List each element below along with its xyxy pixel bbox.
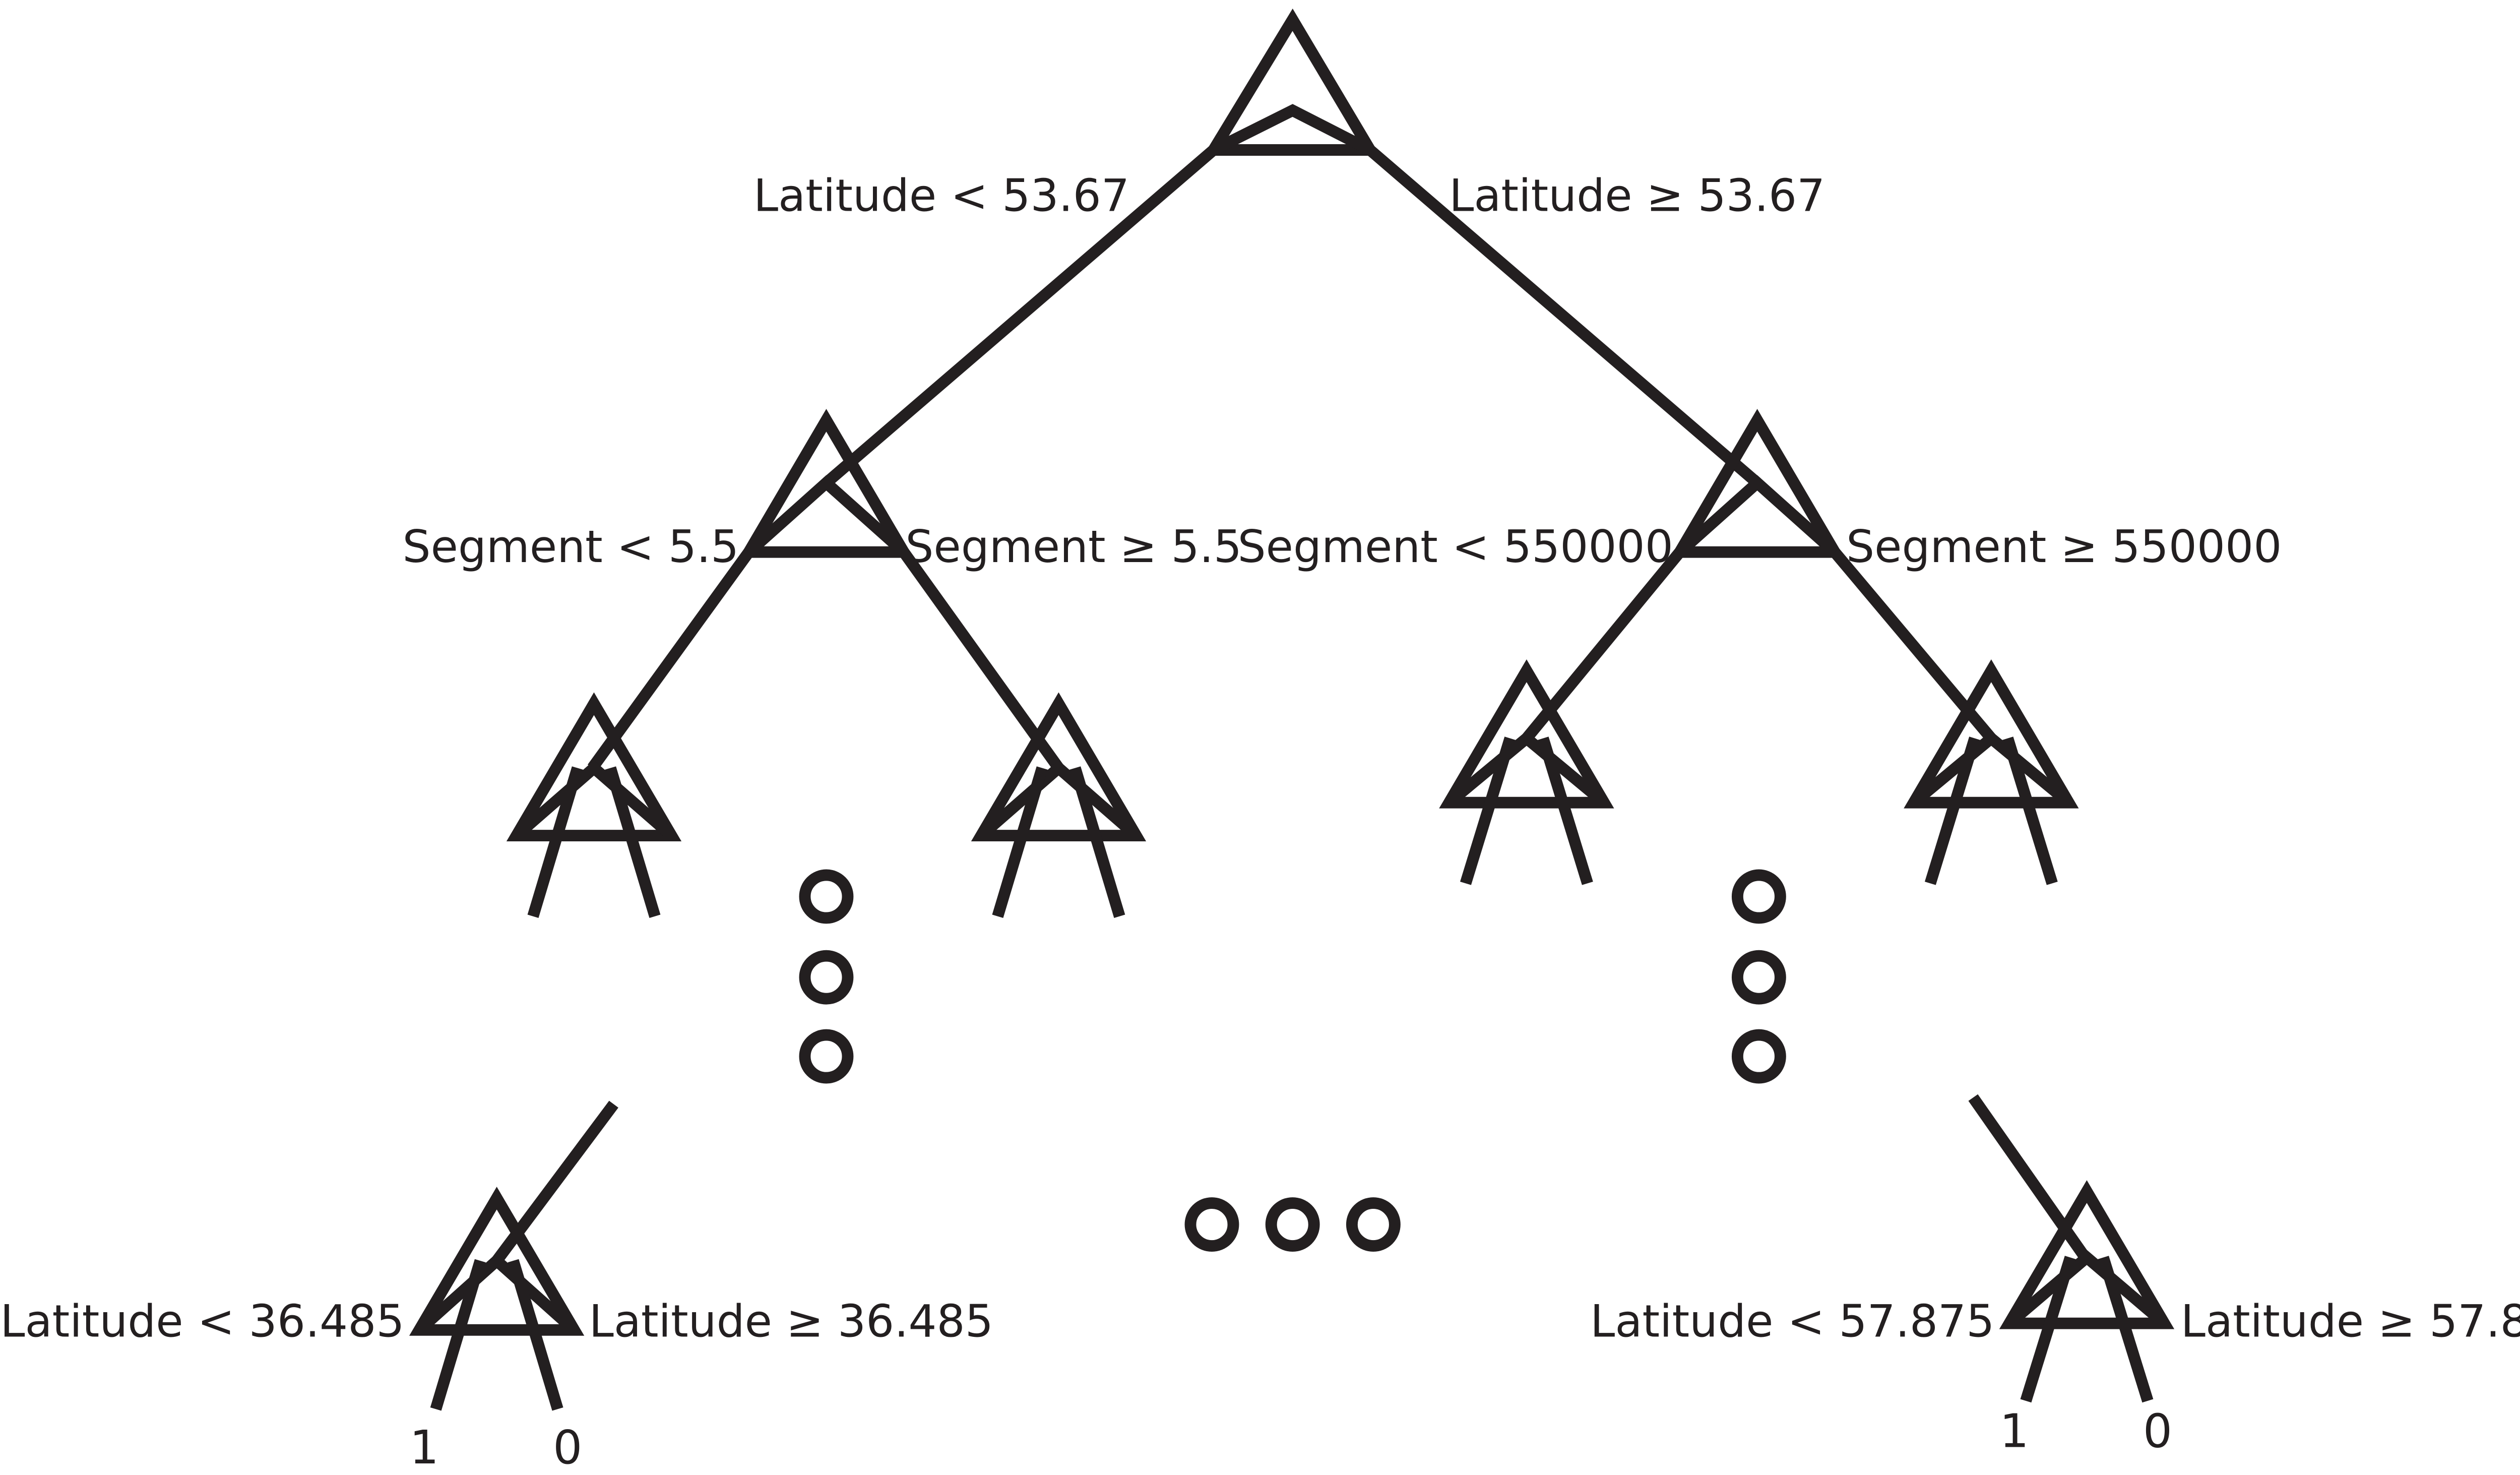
- level2-left-left-condition: Segment < 5.5: [403, 521, 739, 573]
- root-right-edge: [1366, 145, 1761, 487]
- root-left-condition: Latitude < 53.67: [753, 169, 1129, 221]
- level2-right-node: [1669, 409, 1845, 558]
- bottom-left-left-condition: Latitude < 36.485: [0, 1295, 404, 1347]
- level2-left-right-edge: [899, 548, 1063, 772]
- level3-node-3: [1439, 659, 1614, 885]
- level3-node-4: [1904, 659, 2079, 885]
- level2-left-right-condition: Segment ≥ 5.5: [905, 521, 1242, 573]
- bottom-right-node: [1999, 1180, 2175, 1403]
- horizontal-ellipsis: [1184, 1197, 1401, 1252]
- level3-node-2: [971, 692, 1147, 918]
- bottom-right-leaf-0: 0: [2143, 1404, 2172, 1458]
- vertical-ellipsis-right: [1731, 869, 1786, 1084]
- bottom-right-leaf-1: 1: [1999, 1404, 2029, 1458]
- vertical-ellipsis-left: [799, 869, 854, 1084]
- level2-left-node: [738, 409, 914, 558]
- level2-left-left-edge: [587, 548, 754, 772]
- bottom-left-right-condition: Latitude ≥ 36.485: [589, 1295, 993, 1347]
- root-node: [1203, 9, 1380, 156]
- level2-right-left-condition: Segment < 550000: [1238, 521, 1673, 573]
- bottom-left-node: [409, 1187, 585, 1411]
- bottom-right-right-condition: Latitude ≥ 57.875: [2181, 1295, 2520, 1347]
- level3-node-1: [506, 692, 682, 918]
- bottom-left-leaf-1: 1: [410, 1421, 439, 1474]
- bottom-right-left-condition: Latitude < 57.875: [1590, 1295, 1994, 1347]
- level2-right-right-condition: Segment ≥ 550000: [1846, 521, 2282, 573]
- root-left-edge: [823, 145, 1218, 487]
- root-right-condition: Latitude ≥ 53.67: [1449, 169, 1825, 221]
- bottom-left-leaf-0: 0: [553, 1421, 582, 1474]
